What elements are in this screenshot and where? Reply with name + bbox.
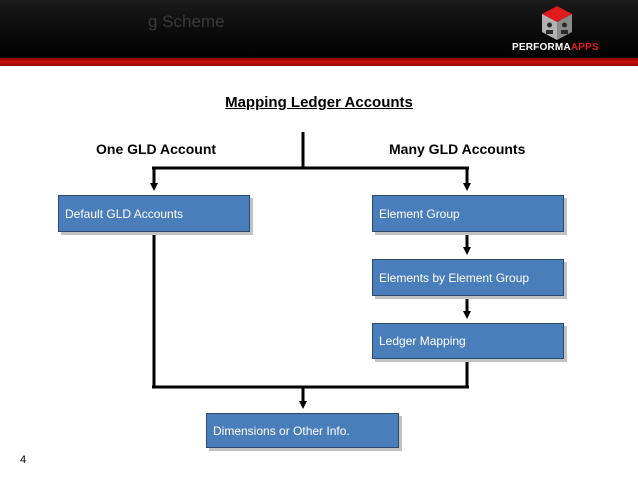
element-group-label: Element Group (379, 206, 460, 221)
default-gld-accounts-box: Default GLD Accounts (58, 195, 250, 232)
slide-header-title: g Scheme (148, 12, 225, 31)
elements-by-element-group-box: Elements by Element Group (372, 259, 564, 296)
dimensions-box: Dimensions or Other Info. (206, 413, 399, 448)
left-branch-label: One GLD Account (96, 141, 217, 157)
header-band (0, 0, 638, 62)
header-accent-stripe (0, 58, 638, 66)
right-branch-label: Many GLD Accounts (389, 141, 526, 157)
cube-logo-icon (542, 6, 572, 40)
diagram-title: Mapping Ledger Accounts (225, 94, 413, 111)
default-gld-accounts-label: Default GLD Accounts (65, 206, 184, 221)
ledger-mapping-box: Ledger Mapping (372, 323, 564, 359)
ledger-mapping-label: Ledger Mapping (379, 334, 466, 348)
brand-logo-main: PERFORMA (512, 42, 571, 53)
brand-logo-text: PERFORMAAPPS (512, 42, 599, 53)
page-number: 4 (20, 454, 27, 466)
brand-logo-accent: APPS (570, 42, 599, 53)
elements-by-element-group-label: Elements by Element Group (379, 270, 530, 285)
element-group-box: Element Group (372, 195, 564, 232)
dimensions-label: Dimensions or Other Info. (213, 423, 350, 438)
